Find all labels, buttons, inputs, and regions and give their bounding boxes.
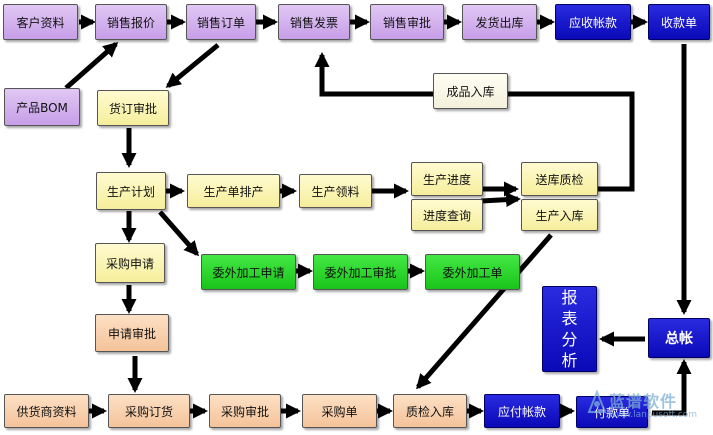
node-kehuziliao[interactable]: 客户资料 [3,4,78,40]
node-chengpinruku[interactable]: 成品入库 [433,73,508,109]
arrow-chaxun-to-shengchanruku [480,192,521,208]
node-shenqingshenpi[interactable]: 申请审批 [95,314,169,352]
node-yingshouzhangkuan[interactable]: 应收帐款 [555,4,631,40]
baobiao-char-1: 报 [561,288,578,307]
node-weiwaijiagongdan[interactable]: 委外加工单 [425,254,520,290]
node-xiaoshoufapiao[interactable]: 销售发票 [278,4,350,40]
node-chanpinbom[interactable]: 产品BOM [4,88,80,126]
arrow-jihua-to-weiwai [158,210,199,257]
node-baobiaofenxi[interactable]: 报 表 分 析 [542,286,597,372]
arrow-fukuan-to-zongzhang [652,359,692,416]
arrow-shengchanruku-to-zhijian [416,233,553,390]
node-caigoudan[interactable]: 采购单 [302,394,377,428]
node-huodingshenpi[interactable]: 货订审批 [97,90,169,126]
watermark: 蓝谱软件 www.lanpusoft.com [587,388,707,428]
node-weiwaijiagongshenpi[interactable]: 委外加工审批 [313,254,408,290]
brand-logo-icon [587,390,607,413]
arrow-songku-to-fapiao [314,52,635,192]
node-zongzhang[interactable]: 总帐 [648,318,710,358]
node-shengchanjihua[interactable]: 生产计划 [96,172,166,210]
node-caigoushenpi[interactable]: 采购审批 [209,394,281,428]
watermark-url: www.lanpusoft.com [609,410,698,420]
node-xiaoshoushenpi[interactable]: 销售审批 [370,4,444,40]
arrow-dingdan-to-huoding [165,43,220,88]
node-shengchanjindu[interactable]: 生产进度 [411,162,483,196]
node-yingfuzhangkuan[interactable]: 应付帐款 [484,394,560,428]
node-caigoushenqing[interactable]: 采购申请 [95,243,165,283]
baobiao-char-4: 析 [561,351,578,370]
node-xiaoshoudingdan[interactable]: 销售订单 [186,4,256,40]
node-gonghuoshangziliao[interactable]: 供货商资料 [4,394,89,428]
node-shengchandanpaichan[interactable]: 生产单排产 [187,174,280,208]
node-xiaoshoubaojia[interactable]: 销售报价 [95,4,167,40]
node-weiwaijiagongshenqing[interactable]: 委外加工申请 [201,254,296,290]
baobiao-char-3: 分 [561,330,578,349]
node-shengchanlingliao[interactable]: 生产领料 [299,174,372,208]
baobiao-char-2: 表 [561,309,578,328]
node-zhijianruku[interactable]: 质检入库 [393,394,467,428]
node-caigoudinghuo[interactable]: 采购订货 [108,394,190,428]
node-shengchanruku[interactable]: 生产入库 [521,199,598,231]
node-jinduchaxun[interactable]: 进度查询 [411,199,483,231]
node-fahuochuku[interactable]: 发货出库 [462,4,537,40]
node-songkuzhijian[interactable]: 送库质检 [521,162,598,196]
watermark-brand: 蓝谱软件 [609,392,678,411]
arrow-bom-to-baojia [64,42,119,90]
node-shoukuandan[interactable]: 收款单 [648,4,710,40]
